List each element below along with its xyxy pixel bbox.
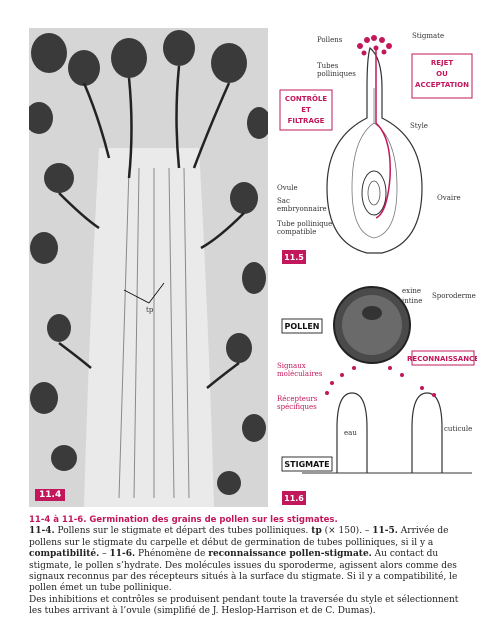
label-stigmate-box: STIGMATE xyxy=(284,460,329,469)
caption-heading: 11-4 à 11-6. Germination des grains de p… xyxy=(29,515,338,525)
caption-text: Arrivée de pollens sur le stigmate du ca… xyxy=(29,526,449,548)
label-compatible: compatible xyxy=(277,228,316,236)
label-ou: OU xyxy=(436,70,448,78)
caption-bold: reconnaissance pollen-stigmate. xyxy=(208,549,372,560)
label-stigmate: Stigmate xyxy=(412,32,444,40)
label-tubes: Tubes xyxy=(317,62,339,70)
diagram-11-6: exine intine Sporoderme Signaux molécula… xyxy=(277,286,477,505)
caption-tp: tp xyxy=(311,526,322,537)
caption-num-11-4: 11-4. xyxy=(29,526,55,537)
label-cuticule: cuticule xyxy=(444,425,472,433)
caption-num-11-6: 11-6. xyxy=(109,549,136,560)
label-pollens: Pollens xyxy=(317,36,343,44)
label-sac: Sac xyxy=(277,197,290,205)
label-reconnaissance: RECONNAISSANCE xyxy=(407,355,477,363)
label-style: Style xyxy=(410,122,428,130)
label-ovaire: Ovaire xyxy=(437,194,461,202)
label-filtrage: FILTRAGE xyxy=(288,117,325,125)
figure-number-11-4: 11.4 xyxy=(35,489,66,501)
label-et: ET xyxy=(301,106,311,114)
label-tube-pollinique: Tube pollinique xyxy=(277,220,332,228)
label-eau: eau xyxy=(344,429,357,437)
label-intine: intine xyxy=(402,297,422,305)
label-sporoderme: Sporoderme xyxy=(432,292,476,300)
label-exine: exine xyxy=(402,287,421,295)
micrograph-11-4: tp 11.4 xyxy=(29,28,268,507)
figure-number-11-6: 11.6 xyxy=(284,494,304,503)
caption-text: (× 150). – xyxy=(321,526,373,537)
label-recepteurs: Récepteurs xyxy=(277,395,318,403)
label-ovule: Ovule xyxy=(277,184,298,192)
label-embryonnaire: embryonnaire xyxy=(277,205,327,213)
label-rejet: REJET xyxy=(431,59,454,67)
figure-caption: 11-4 à 11-6. Germination des grains de p… xyxy=(29,515,474,618)
figure-number-11-5: 11.5 xyxy=(284,253,304,262)
caption-text: Au contact du stigmate, le pollen s’hydr… xyxy=(29,549,458,594)
label-signaux: Signaux xyxy=(277,362,306,370)
caption-bold: compatibilité. xyxy=(29,549,100,560)
label-specifiques: spécifiques xyxy=(277,403,317,411)
caption-paragraph-2: Des inhibitions et contrôles se produise… xyxy=(29,594,459,617)
label-pollen: POLLEN xyxy=(284,322,319,331)
caption-text: Phénomène de xyxy=(135,549,209,560)
label-acceptation: ACCEPTATION xyxy=(415,81,469,89)
tp-label: tp xyxy=(146,306,154,314)
diagram-11-5: Pollens Stigmate Tubes polliniques Style… xyxy=(277,32,473,264)
caption-num-11-5: 11-5. xyxy=(372,526,398,537)
label-polliniques: polliniques xyxy=(317,70,356,78)
caption-text: Pollens sur le stigmate et départ des tu… xyxy=(54,526,312,537)
caption-text: – xyxy=(99,549,110,560)
label-moleculaires: moléculaires xyxy=(277,370,323,378)
label-controle: CONTRÔLE xyxy=(285,94,328,103)
